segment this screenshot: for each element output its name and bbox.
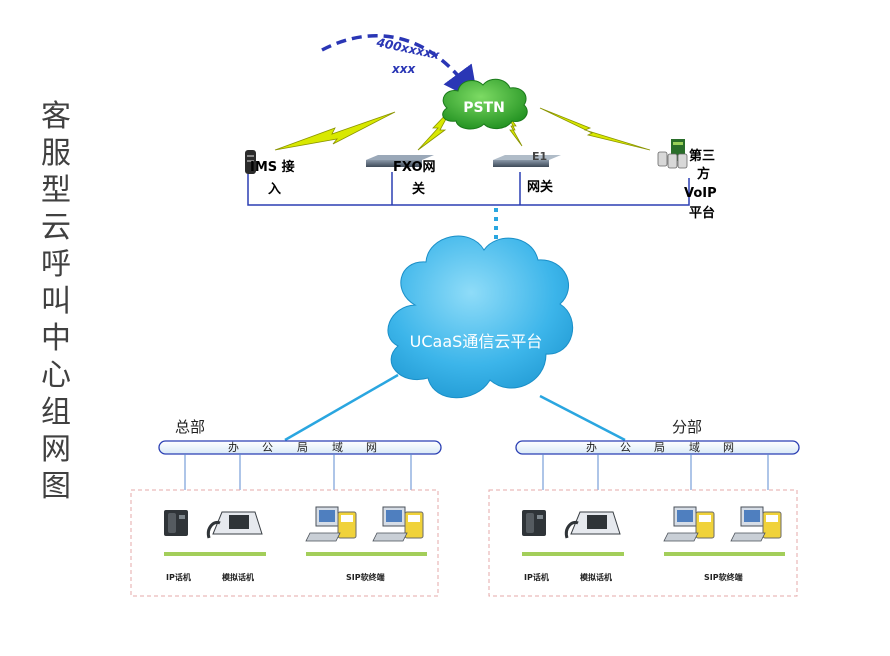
ims-label-line2: 入 xyxy=(268,182,281,197)
lightning-icon xyxy=(504,109,523,147)
ip-phone-label: IP话机 xyxy=(524,572,549,582)
hq-lan-bus xyxy=(158,440,442,455)
sip-softphone-icon xyxy=(663,506,715,542)
label-bar xyxy=(306,552,427,556)
branch-lan-char: 办 xyxy=(586,441,597,454)
voip-label-line2: 方 xyxy=(697,166,710,182)
voip-label-line4: 平台 xyxy=(689,205,715,221)
branch-link xyxy=(539,394,626,442)
hq-network: 总部 办 公 局 域 网 xyxy=(130,418,442,597)
ip-phone-label: IP话机 xyxy=(166,572,191,582)
branch-lan-char: 局 xyxy=(654,441,665,454)
hq-label: 总部 xyxy=(175,418,205,436)
pstn-cloud: PSTN xyxy=(442,78,528,130)
hq-link xyxy=(284,373,399,442)
ip-phone-icon xyxy=(522,510,546,536)
sip-softphone-icon xyxy=(305,506,357,542)
hq-lan-char: 域 xyxy=(332,441,343,454)
label-bar xyxy=(164,552,266,556)
analog-phone-icon xyxy=(564,511,621,539)
sip-terminal-label: SIP软终端 xyxy=(704,572,743,582)
branch-label: 分部 xyxy=(672,418,702,436)
hq-lan-char: 办 xyxy=(228,441,239,454)
hq-lan-char: 公 xyxy=(262,441,273,454)
number-label-line1: 400xxxxx xyxy=(374,35,441,62)
branch-lan-char: 域 xyxy=(689,441,700,454)
sip-softphone-icon xyxy=(730,506,782,542)
voip-label-line3: VoIP xyxy=(684,186,717,201)
label-bar xyxy=(664,552,785,556)
e1-gateway-icon xyxy=(493,155,561,167)
gateway-bus xyxy=(247,172,690,206)
ucaas-label: UCaaS通信云平台 xyxy=(410,332,543,351)
analog-phone-icon xyxy=(206,511,263,539)
hq-lan-char: 局 xyxy=(297,441,308,454)
voip-label-line1: 第三 xyxy=(689,148,715,164)
fxo-label-line1: FXO网 xyxy=(393,160,436,175)
diagram-title: 客服型云呼叫中心组网图 xyxy=(41,99,71,504)
number-label-line2: xxx xyxy=(391,62,416,76)
ims-server-icon xyxy=(245,150,256,174)
branch-network: 分部 办 公 局 域 网 xyxy=(488,418,800,597)
analog-phone-label: 模拟话机 xyxy=(580,572,612,582)
lightning-icon xyxy=(274,111,396,151)
voip-platform-icon xyxy=(657,139,688,169)
branch-lan-bus xyxy=(515,440,800,455)
e1-label: 网关 xyxy=(527,179,553,195)
branch-lan-char: 网 xyxy=(723,441,734,454)
branch-lan-char: 公 xyxy=(620,441,631,454)
fxo-gateway-icon xyxy=(366,155,434,167)
branch-site-box xyxy=(488,489,798,597)
lightning-icon xyxy=(539,107,651,151)
e1-label-top: E1 xyxy=(532,150,547,163)
pstn-label: PSTN xyxy=(463,100,505,116)
analog-phone-label: 模拟话机 xyxy=(222,572,254,582)
inbound-call-arrow xyxy=(321,33,479,103)
sip-softphone-icon xyxy=(372,506,424,542)
sip-terminal-label: SIP软终端 xyxy=(346,572,385,582)
hq-lan-char: 网 xyxy=(366,441,377,454)
ucaas-cloud: UCaaS通信云平台 xyxy=(387,235,574,399)
ip-phone-icon xyxy=(164,510,188,536)
label-bar xyxy=(522,552,624,556)
hq-site-box xyxy=(130,489,439,597)
fxo-label-line2: 关 xyxy=(412,181,425,197)
ims-label-line1: IMS 接 xyxy=(250,159,295,175)
lightning-icons xyxy=(274,107,651,151)
